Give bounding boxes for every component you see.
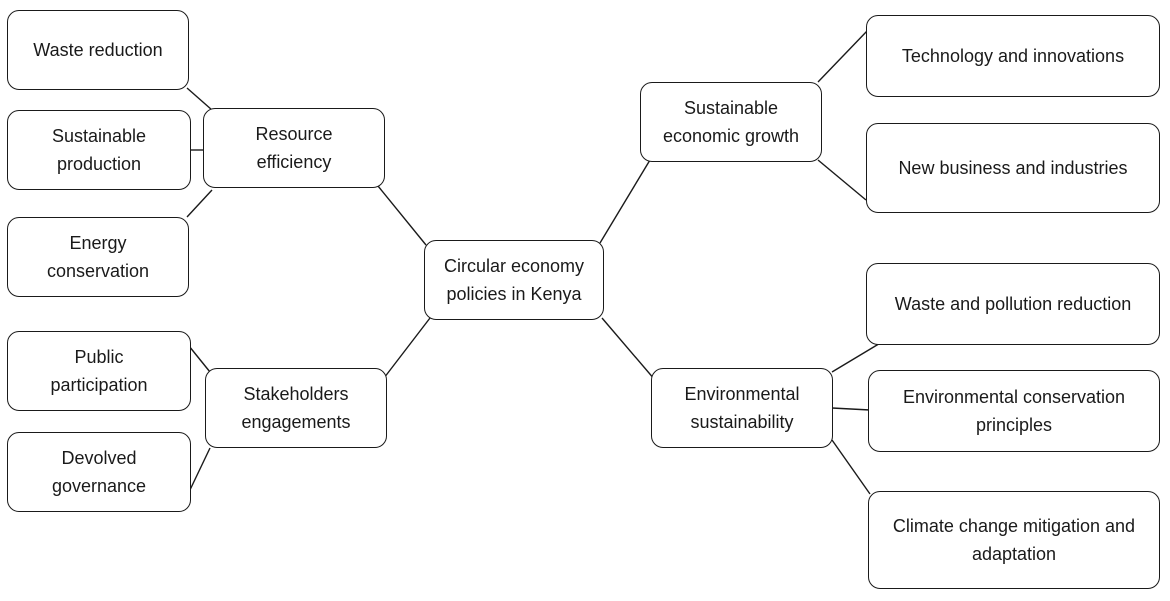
node-environmental-conservation-principles: Environmental conservation principles [868,370,1160,452]
node-energy-conservation: Energy conservation [7,217,189,297]
node-waste-reduction: Waste reduction [7,10,189,90]
node-stakeholders-engagements-label: Stakeholders engagements [241,384,351,432]
node-resource-efficiency-label: Resource efficiency [255,124,333,172]
node-climate-change: Climate change mitigation and adaptation [868,491,1160,589]
connector-resource-waste-reduction [186,87,213,111]
connector-center-economic-growth [599,159,651,244]
node-waste-pollution-reduction: Waste and pollution reduction [866,263,1160,345]
connector-growth-technology [817,29,869,83]
node-devolved-governance-label: Devolved governance [51,448,147,496]
connector-stakeholders-devolved-governance [188,447,211,493]
node-sustainable-production: Sustainable production [7,110,191,190]
node-new-business-industries-label: New business and industries [898,158,1128,178]
node-center-label: Circular economy policies in Kenya [443,256,585,304]
node-waste-pollution-reduction-label: Waste and pollution reduction [894,294,1132,314]
connector-stakeholders-public-participation [188,345,211,373]
node-technology-innovations-label: Technology and innovations [901,46,1125,66]
connector-env-waste-pollution [831,341,883,373]
connector-center-environmental [601,317,656,381]
node-public-participation-label: Public participation [50,347,148,395]
node-public-participation: Public participation [7,331,191,411]
node-climate-change-label: Climate change mitigation and adaptation [892,516,1136,564]
node-environmental-sustainability-label: Environmental sustainability [684,384,800,432]
node-devolved-governance: Devolved governance [7,432,191,512]
node-environmental-conservation-principles-label: Environmental conservation principles [902,387,1126,435]
connector-center-resource-efficiency [377,185,427,246]
node-resource-efficiency: Resource efficiency [203,108,385,188]
node-environmental-sustainability: Environmental sustainability [651,368,833,448]
node-technology-innovations: Technology and innovations [866,15,1160,97]
node-stakeholders-engagements: Stakeholders engagements [205,368,387,448]
connector-env-conservation-principles [831,407,871,411]
connector-growth-new-business [817,159,867,201]
node-sustainable-production-label: Sustainable production [51,126,147,174]
node-waste-reduction-label: Waste reduction [33,40,163,60]
node-sustainable-economic-growth: Sustainable economic growth [640,82,822,162]
connector-center-stakeholders [383,317,431,379]
node-center: Circular economy policies in Kenya [424,240,604,320]
node-new-business-industries: New business and industries [866,123,1160,213]
connector-env-climate-change [831,439,871,495]
connector-resource-energy-conservation [186,189,213,218]
node-sustainable-economic-growth-label: Sustainable economic growth [662,98,800,146]
node-energy-conservation-label: Energy conservation [46,233,150,281]
